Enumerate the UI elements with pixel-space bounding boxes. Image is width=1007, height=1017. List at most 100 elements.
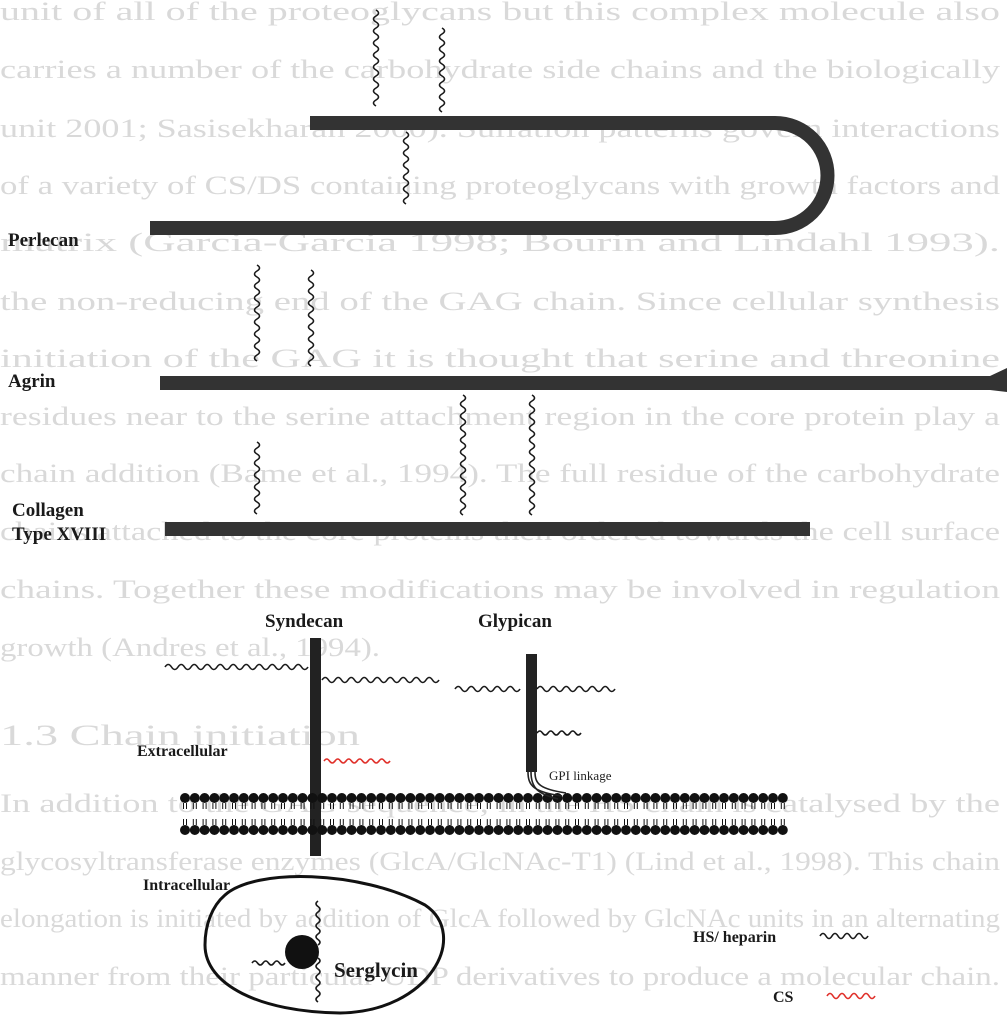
- lipid-head: [347, 825, 357, 835]
- lipid-head: [219, 793, 229, 803]
- hs-chain: [252, 961, 285, 965]
- lipid-head: [592, 793, 602, 803]
- collagen-label-line1: Collagen: [12, 500, 84, 521]
- lipid-head: [376, 793, 386, 803]
- lipid-head: [690, 793, 700, 803]
- lipid-head: [200, 793, 210, 803]
- lipid-head: [396, 825, 406, 835]
- lipid-head: [445, 793, 455, 803]
- lipid-head: [611, 825, 621, 835]
- lipid-head: [660, 825, 670, 835]
- lipid-head: [249, 793, 259, 803]
- legend-hs-wave: [820, 934, 868, 939]
- lipid-head: [268, 825, 278, 835]
- perlecan-label: Perlecan: [8, 230, 79, 251]
- lipid-head: [631, 825, 641, 835]
- lipid-head: [778, 825, 788, 835]
- lipid-head: [317, 793, 327, 803]
- lipid-head: [298, 825, 308, 835]
- lipid-head: [768, 825, 778, 835]
- lipid-head: [572, 793, 582, 803]
- lipid-head: [347, 793, 357, 803]
- hs-chain: [316, 901, 320, 945]
- lipid-head: [670, 825, 680, 835]
- lipid-head: [278, 825, 288, 835]
- lipid-head: [229, 793, 239, 803]
- gpi-linkage-label: GPI linkage: [549, 768, 612, 783]
- lipid-head: [680, 793, 690, 803]
- syndecan-core-protein: [310, 638, 321, 856]
- lipid-head: [445, 825, 455, 835]
- lipid-head: [258, 825, 268, 835]
- lipid-head: [180, 825, 190, 835]
- hs-chain: [374, 10, 379, 106]
- lipid-head: [209, 793, 219, 803]
- lipid-head: [454, 825, 464, 835]
- hs-chain: [537, 687, 615, 692]
- lipid-head: [621, 793, 631, 803]
- lipid-head: [503, 793, 513, 803]
- lipid-head: [219, 825, 229, 835]
- lipid-head: [239, 793, 249, 803]
- lipid-head: [258, 793, 268, 803]
- lipid-head: [601, 825, 611, 835]
- glypican-core-protein: [526, 654, 537, 772]
- lipid-head: [317, 825, 327, 835]
- lipid-head: [435, 825, 445, 835]
- lipid-head: [356, 793, 366, 803]
- hs-chain: [322, 678, 439, 683]
- lipid-head: [307, 825, 317, 835]
- lipid-head: [366, 793, 376, 803]
- lipid-head: [592, 825, 602, 835]
- lipid-head: [474, 793, 484, 803]
- lipid-head: [690, 825, 700, 835]
- lipid-head: [239, 825, 249, 835]
- lipid-head: [405, 793, 415, 803]
- lipid-head: [611, 793, 621, 803]
- lipid-head: [337, 793, 347, 803]
- lipid-head: [680, 825, 690, 835]
- lipid-head: [190, 825, 200, 835]
- lipid-head: [415, 793, 425, 803]
- lipid-head: [494, 793, 504, 803]
- hs-chain: [165, 665, 308, 670]
- lipid-head: [582, 793, 592, 803]
- perlecan-core-protein: [150, 123, 828, 228]
- cell-outline: [205, 877, 444, 1013]
- lipid-head: [601, 793, 611, 803]
- lipid-head: [307, 793, 317, 803]
- lipid-head: [464, 793, 474, 803]
- syndecan-label: Syndecan: [265, 611, 344, 632]
- serglycin-label: Serglycin: [334, 958, 418, 982]
- lipid-head: [288, 825, 298, 835]
- lipid-head: [513, 825, 523, 835]
- lipid-head: [386, 793, 396, 803]
- lipid-head: [356, 825, 366, 835]
- lipid-head: [503, 825, 513, 835]
- cs-chain: [324, 759, 390, 763]
- lipid-head: [366, 825, 376, 835]
- lipid-head: [523, 825, 533, 835]
- lipid-head: [484, 825, 494, 835]
- lipid-head: [396, 793, 406, 803]
- agrin-core-protein: [160, 368, 1007, 392]
- legend-cs-label: CS: [773, 989, 794, 1006]
- lipid-head: [327, 793, 337, 803]
- hs-chain: [404, 132, 409, 204]
- extracellular-label: Extracellular: [137, 743, 228, 760]
- gag-chains: [165, 10, 875, 1002]
- lipid-head: [660, 793, 670, 803]
- lipid-head: [778, 793, 788, 803]
- agrin-group: Agrin: [8, 368, 1007, 392]
- agrin-label: Agrin: [8, 371, 56, 392]
- lipid-head: [758, 793, 768, 803]
- legend-hs-label: HS/ heparin: [693, 929, 776, 946]
- lipid-head: [327, 825, 337, 835]
- lipid-head: [415, 825, 425, 835]
- lipid-head: [513, 793, 523, 803]
- perlecan-group: Perlecan: [8, 123, 828, 251]
- serglycin-core: [285, 935, 319, 969]
- lipid-head: [709, 793, 719, 803]
- lipid-head: [670, 793, 680, 803]
